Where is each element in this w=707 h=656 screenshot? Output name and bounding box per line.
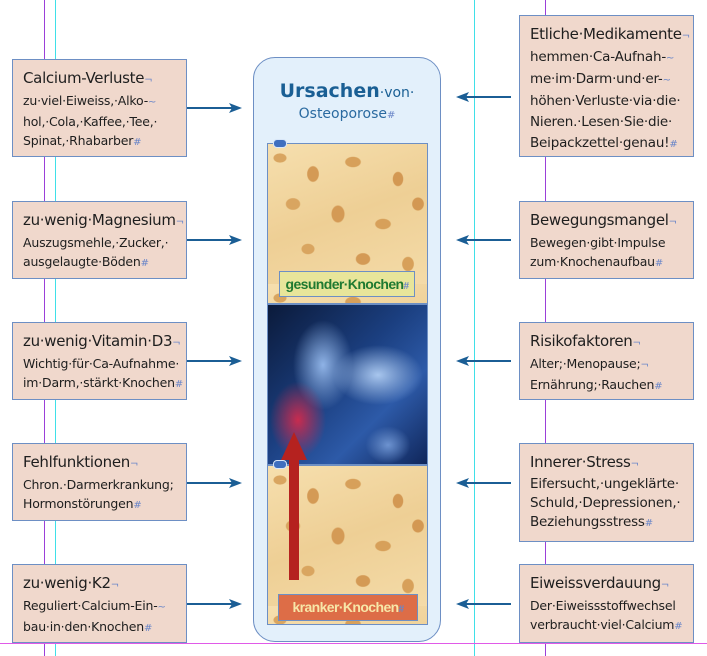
cause-box-medications[interactable]: Etliche·Medikamente¬ hemmen·Ca-Aufnah-~ … [519, 15, 694, 157]
cause-box-lack-of-exercise[interactable]: Bewegungsmangel¬ Bewegen·gibt·Impulse zu… [519, 201, 694, 279]
box-title: Calcium-Verluste [23, 69, 145, 87]
arrow-right-icon [187, 102, 243, 114]
cause-box-protein-digestion[interactable]: Eiweissverdauung¬ Der·Eiweissstoffwechse… [519, 564, 694, 643]
box-title: zu·wenig·Magnesium [23, 211, 176, 229]
arrow-left-icon [455, 477, 511, 489]
column-guide-right [474, 0, 475, 656]
cause-box-k2[interactable]: zu·wenig·K2¬ Reguliert·Calcium-Ein-~ bau… [12, 564, 187, 643]
box-title: Innerer·Stress [530, 453, 631, 471]
arrow-left-icon [455, 91, 511, 103]
panel-subtitle: Osteoporose# [298, 106, 396, 122]
cause-box-vitamin-d3[interactable]: zu·wenig·Vitamin·D3¬ Wichtig·für·Ca-Aufn… [12, 322, 187, 400]
box-title: zu·wenig·Vitamin·D3 [23, 332, 173, 350]
box-title: Bewegungsmangel [530, 211, 669, 229]
cause-box-magnesium[interactable]: zu·wenig·Magnesium¬ Auszugsmehle,·Zucker… [12, 201, 187, 279]
cause-box-risk-factors[interactable]: Risikofaktoren¬ Alter;·Menopause;¬ Ernäh… [519, 322, 694, 400]
cause-box-dysfunctions[interactable]: Fehlfunktionen¬ Chron.·Darmerkrankung; H… [12, 443, 187, 521]
arrow-left-icon [455, 598, 511, 610]
link-icon[interactable] [273, 460, 287, 469]
arrow-right-icon [187, 477, 243, 489]
arrow-right-icon [187, 355, 243, 367]
box-title: Etliche·Medikamente [530, 25, 682, 43]
box-title: zu·wenig·K2 [23, 574, 111, 592]
panel-title: Ursachen·von· [279, 80, 415, 102]
diseased-bone-label: kranker·Knochen# [278, 594, 418, 621]
arrow-left-icon [455, 234, 511, 246]
link-icon[interactable] [273, 139, 287, 148]
box-title: Eiweissverdauung [530, 574, 661, 592]
cause-box-calcium-loss[interactable]: Calcium-Verluste¬ zu·viel·Eiweiss,·Alko-… [12, 59, 187, 157]
arrow-right-icon [187, 598, 243, 610]
arrow-right-icon [187, 234, 243, 246]
arrow-left-icon [455, 355, 511, 367]
cause-box-inner-stress[interactable]: Innerer·Stress¬ Eifersucht,·ungeklärte· … [519, 443, 694, 542]
healthy-bone-label: gesunder·Knochen# [279, 271, 415, 297]
box-title: Risikofaktoren [530, 332, 633, 350]
box-title: Fehlfunktionen [23, 453, 130, 471]
red-arrow-up-icon [281, 432, 307, 580]
bottom-margin-guide [0, 643, 707, 644]
